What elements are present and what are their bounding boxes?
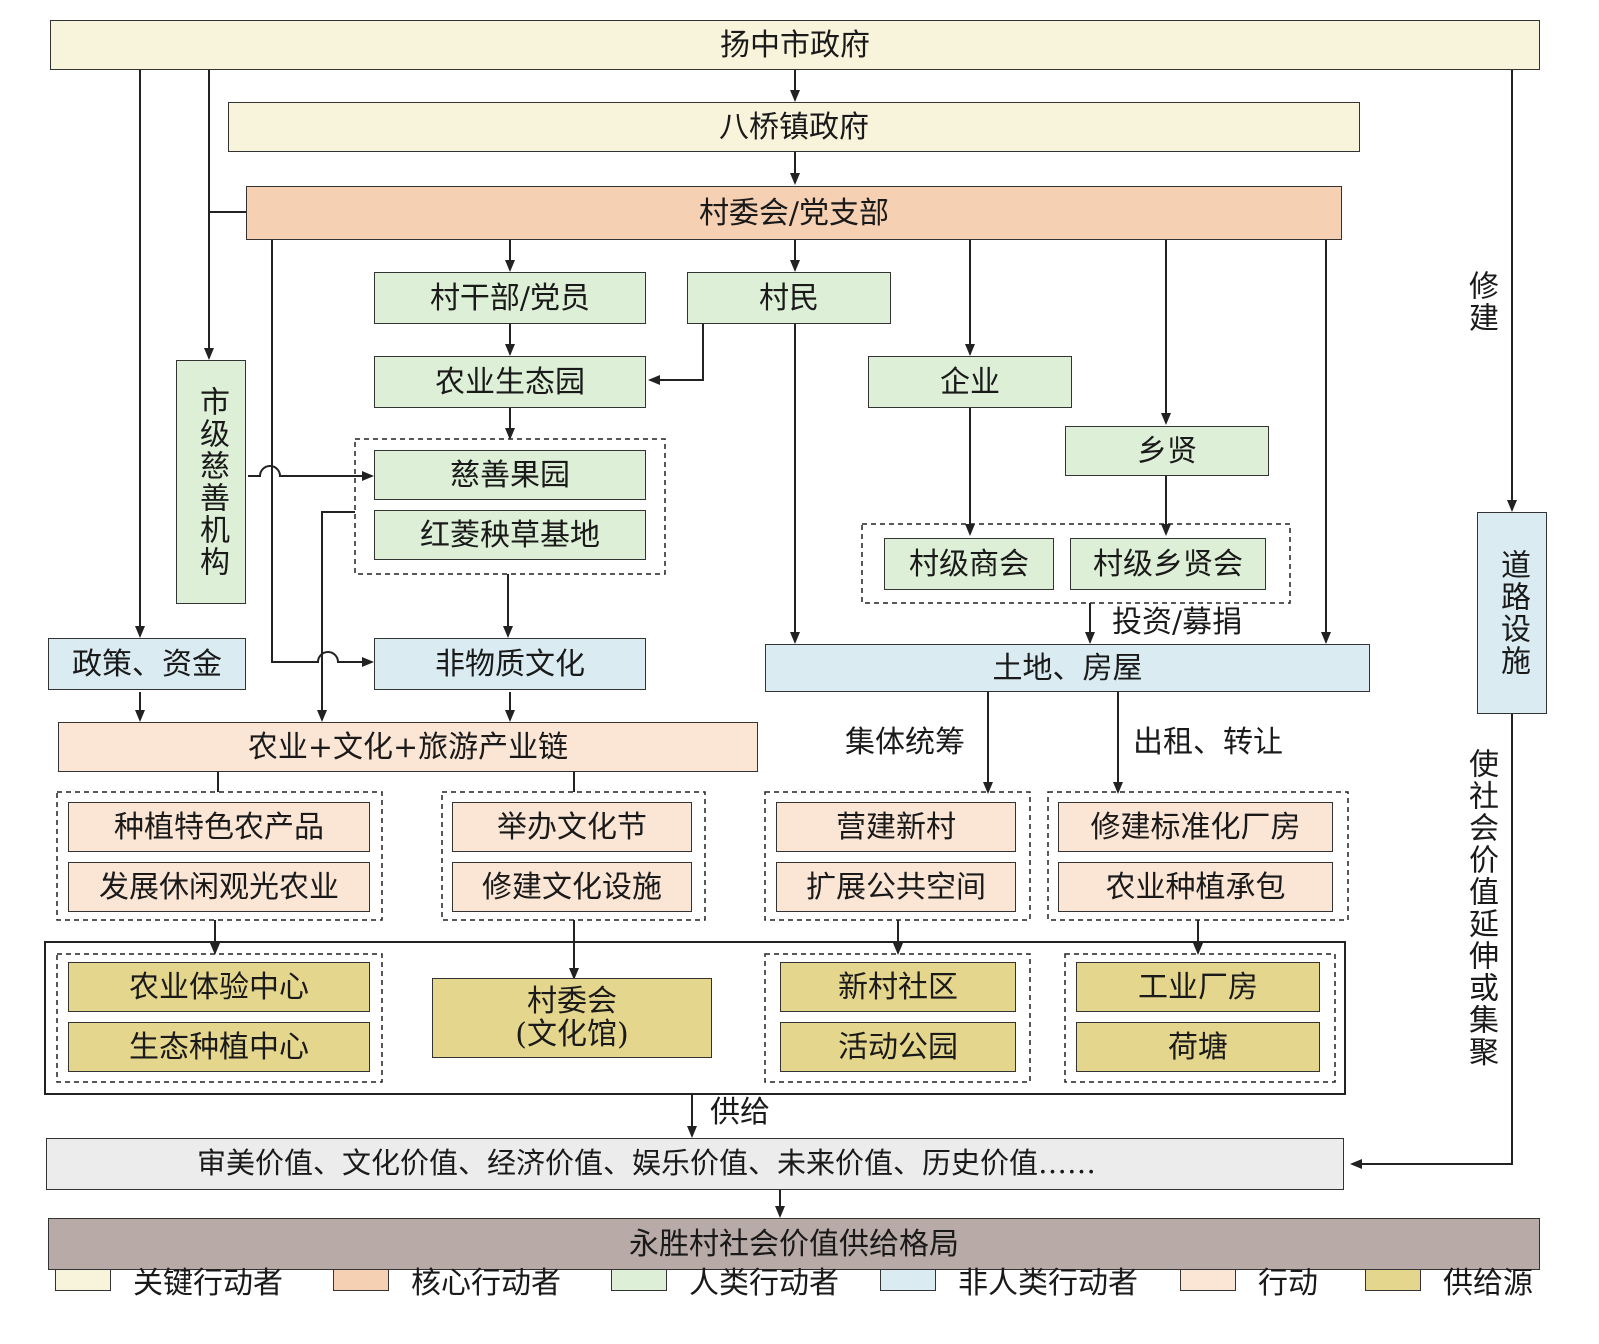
supply-new-village-community: 新村社区	[780, 962, 1016, 1012]
intangible-culture-node: 非物质文化	[374, 638, 646, 690]
land-house-node: 土地、房屋	[765, 644, 1370, 692]
village-gentry-association-node: 村级乡贤会	[1070, 538, 1266, 590]
legend-label: 人类行动者	[689, 1266, 839, 1301]
legend-nonhuman-actor: 非人类行动者	[880, 1258, 1138, 1302]
baqiao-town-government-node: 八桥镇政府	[228, 102, 1360, 152]
legend-swatch	[1180, 1269, 1236, 1291]
policy-fund-node: 政策、资金	[48, 638, 246, 690]
legend-action: 行动	[1180, 1258, 1318, 1302]
supply-activity-park: 活动公园	[780, 1022, 1016, 1072]
values-node: 审美价值、文化价值、经济价值、娱乐价值、未来价值、历史价值……	[46, 1138, 1344, 1190]
supply-industrial-factory: 工业厂房	[1076, 962, 1320, 1012]
legend-key-actor: 关键行动者	[55, 1258, 283, 1302]
action-new-village: 营建新村	[776, 802, 1016, 852]
village-committee-node: 村委会/党支部	[246, 186, 1342, 240]
road-facility-node: 道路设施	[1477, 512, 1547, 714]
extend-value-label: 使社会价值延伸或集聚	[1463, 748, 1498, 1068]
legend-swatch	[1365, 1269, 1421, 1291]
action-culture-festival: 举办文化节	[452, 802, 692, 852]
city-charity-organization-label: 市级慈善机构	[194, 386, 229, 578]
legend-swatch	[880, 1269, 936, 1291]
action-plant-specialty: 种植特色农产品	[68, 802, 370, 852]
supply-committee-line1: 村委会	[527, 984, 617, 1019]
legend-label: 非人类行动者	[958, 1266, 1138, 1301]
invest-donate-label: 投资/募捐	[1112, 605, 1243, 640]
supply-experience-center: 农业体验中心	[68, 962, 370, 1012]
legend-label: 供给源	[1443, 1266, 1533, 1301]
action-farm-contract: 农业种植承包	[1058, 862, 1333, 912]
action-public-space: 扩展公共空间	[776, 862, 1016, 912]
legend-human-actor: 人类行动者	[611, 1258, 839, 1302]
action-leisure-agriculture: 发展休闲观光农业	[68, 862, 370, 912]
action-culture-facility: 修建文化设施	[452, 862, 692, 912]
collective-planning-label: 集体统筹	[845, 725, 965, 760]
legend-swatch	[333, 1269, 389, 1291]
road-facility-label: 道路设施	[1495, 549, 1530, 677]
villagers-node: 村民	[687, 272, 891, 324]
build-label: 修建	[1463, 270, 1498, 334]
legend-label: 行动	[1258, 1266, 1318, 1301]
lease-transfer-label: 出租、转让	[1133, 725, 1283, 760]
enterprise-node: 企业	[868, 356, 1072, 408]
gentry-node: 乡贤	[1065, 426, 1269, 476]
industry-chain-node: 农业+文化+旅游产业链	[58, 722, 758, 772]
legend-swatch	[611, 1269, 667, 1291]
supply-lotus-pond: 荷塘	[1076, 1022, 1320, 1072]
action-standard-factory: 修建标准化厂房	[1058, 802, 1333, 852]
yangzhong-government-node: 扬中市政府	[50, 20, 1540, 70]
legend-label: 核心行动者	[411, 1266, 561, 1301]
eco-park-node: 农业生态园	[374, 356, 646, 408]
hongling-base-node: 红菱秧草基地	[374, 510, 646, 560]
city-charity-organization-node: 市级慈善机构	[176, 360, 246, 604]
charity-orchard-node: 慈善果园	[374, 450, 646, 500]
legend-label: 关键行动者	[133, 1266, 283, 1301]
legend-core-actor: 核心行动者	[333, 1258, 561, 1302]
supply-pattern-node: 永胜村社会价值供给格局	[48, 1218, 1540, 1270]
cadres-node: 村干部/党员	[374, 272, 646, 324]
village-chamber-node: 村级商会	[884, 538, 1054, 590]
legend-swatch	[55, 1269, 111, 1291]
legend-supply-source: 供给源	[1365, 1258, 1533, 1302]
supply-committee-culture-hall: 村委会 (文化馆)	[432, 978, 712, 1058]
supply-eco-planting-center: 生态种植中心	[68, 1022, 370, 1072]
supply-label: 供给	[710, 1095, 770, 1130]
supply-committee-line2: (文化馆)	[515, 1017, 629, 1052]
